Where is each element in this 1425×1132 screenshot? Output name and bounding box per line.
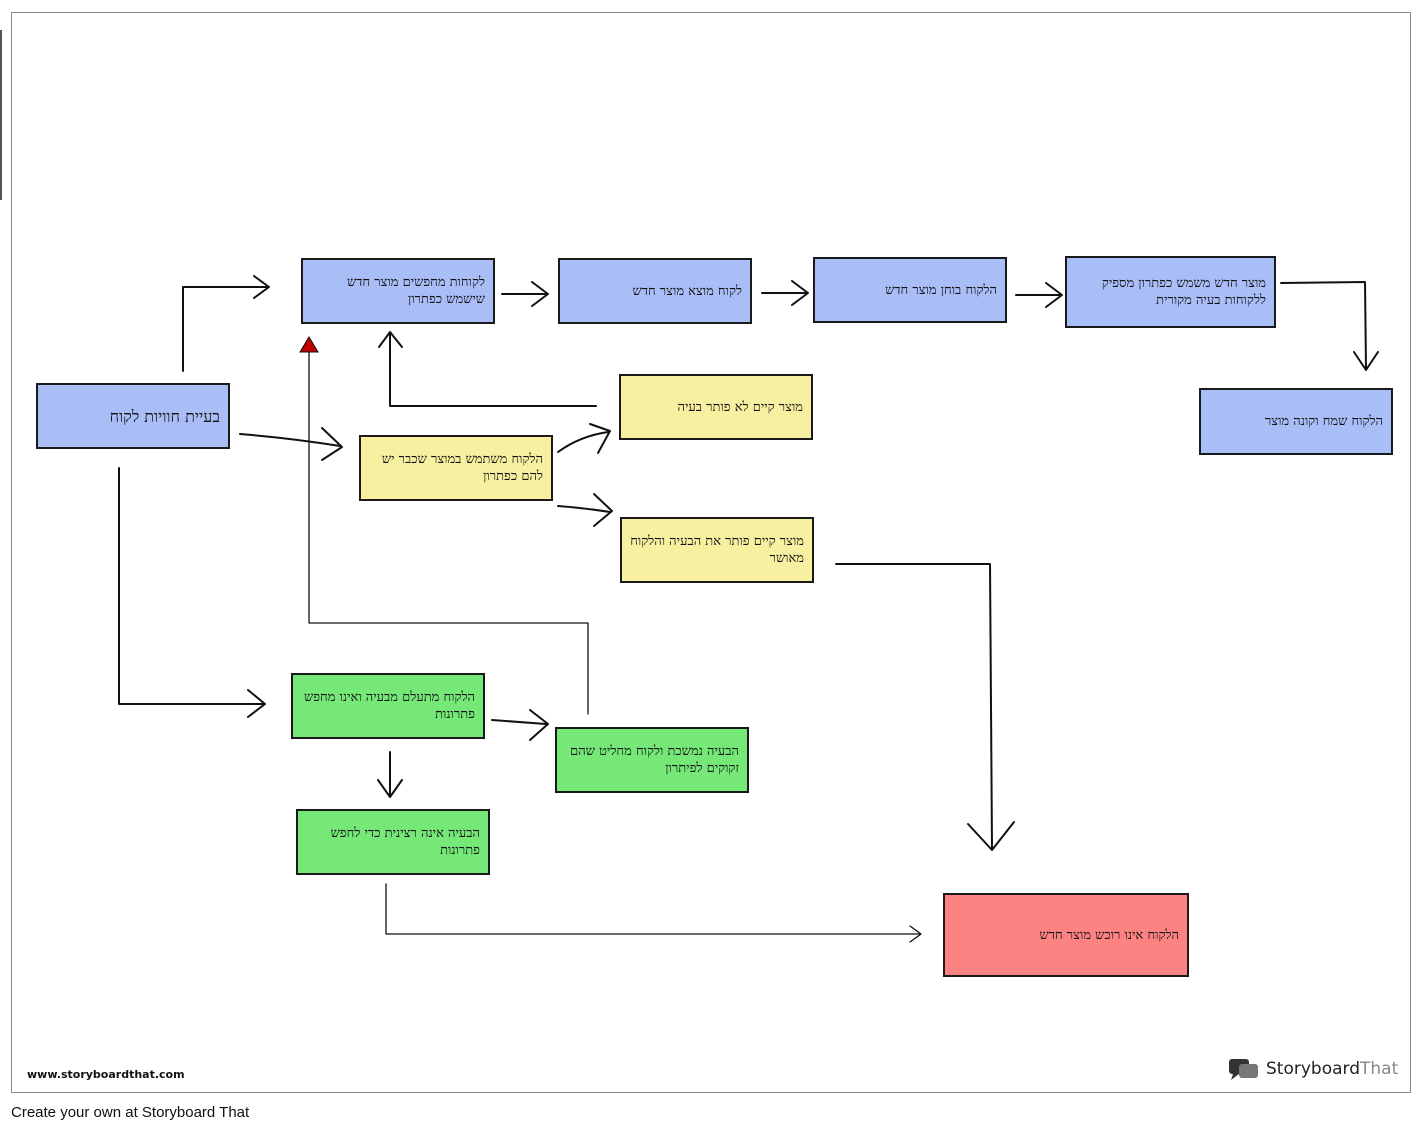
- chat-bubble-icon: [1229, 1059, 1258, 1080]
- arrowhead: [321, 427, 343, 461]
- arrow-uses-to-solves: [557, 505, 611, 513]
- node-problem-persists: הבעיה נמשכת ולקוח מחליט שהם זקוקים לפיתר…: [555, 727, 749, 793]
- watermark-url: www.storyboardthat.com: [27, 1068, 185, 1081]
- node-customer-finds-new-product: לקוח מוצא מוצר חדש: [558, 258, 752, 324]
- arrowhead: [529, 709, 549, 741]
- edge-mark: [0, 30, 2, 200]
- arrow-fails-to-search: [389, 333, 597, 407]
- arrowhead: [1045, 282, 1063, 308]
- red-arrowhead: [299, 336, 319, 353]
- arrowhead: [378, 331, 403, 348]
- arrowhead: [791, 280, 809, 306]
- node-customer-buys: הלקוח שמח וקונה מוצר: [1199, 388, 1393, 455]
- node-customers-search-new-product: לקוחות מחפשים מוצר חדש שישמש כפתרון: [301, 258, 495, 324]
- arrow-persists-to-search: [308, 351, 589, 715]
- arrow-serves-to-buys: [1280, 281, 1367, 369]
- footer-create-link[interactable]: Create your own at Storyboard That: [11, 1104, 250, 1121]
- arrowhead: [909, 925, 922, 943]
- arrowhead: [247, 689, 266, 718]
- arrowhead: [377, 779, 403, 798]
- arrowhead: [589, 423, 611, 454]
- node-customer-experience-problem: בעיית חוויות לקוח: [36, 383, 230, 449]
- arrowhead: [253, 275, 270, 299]
- node-existing-solves: מוצר קיים פותר את הבעיה והלקוח מאושר: [620, 517, 814, 583]
- storyboardthat-logo[interactable]: StoryboardThat: [1228, 1056, 1398, 1082]
- node-customer-ignores-problem: הלקוח מתעלם מבעיה ואינו מחפש פתרונות: [291, 673, 485, 739]
- arrow-solves-to-nobuy: [835, 563, 993, 849]
- node-problem-not-serious: הבעיה אינה רצינית כדי לחפש פתרונות: [296, 809, 490, 875]
- node-existing-fails: מוצר קיים לא פותר בעיה: [619, 374, 813, 440]
- arrowhead: [967, 821, 1015, 851]
- node-customer-tests-new-product: הלקוח בוחן מוצר חדש: [813, 257, 1007, 323]
- arrowhead: [1353, 351, 1379, 371]
- arrow-root-to-ignores: [118, 467, 264, 705]
- node-new-product-serves: מוצר חדש משמש כפתרון מספיק ללקוחות בעיה …: [1065, 256, 1276, 328]
- arrow-root-to-uses-existing: [239, 433, 341, 447]
- node-customer-does-not-buy: הלקוח אינו רוכש מוצר חדש: [943, 893, 1189, 977]
- arrow-ignores-to-persists: [491, 719, 547, 725]
- arrow-uses-to-fails: [557, 431, 609, 453]
- logo-text-that: That: [1360, 1059, 1399, 1079]
- logo-text-storyboard: Storyboard: [1266, 1059, 1360, 1079]
- node-uses-existing-product: הלקוח משתמש במוצר שכבר יש להם כפתרון: [359, 435, 553, 501]
- arrowhead: [531, 281, 549, 307]
- arrow-notserious-to-nobuy: [385, 883, 921, 935]
- arrowhead: [593, 493, 613, 527]
- arrow-root-to-search: [182, 286, 269, 372]
